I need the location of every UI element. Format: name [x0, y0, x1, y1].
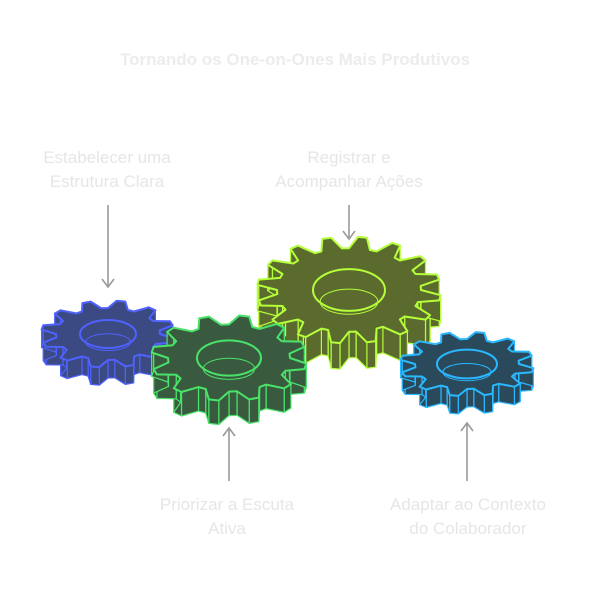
label-structure-line2: Estrutura Clara: [49, 172, 165, 191]
label-adapt: Adaptar ao Contexto do Colaborador: [358, 493, 578, 541]
gear-adapt-side: [440, 385, 448, 406]
label-record: Registrar e Acompanhar Ações: [234, 146, 464, 194]
gear-listen-side: [208, 398, 220, 426]
arrow-structure: [101, 205, 115, 289]
gear-structure-hole-inner: [85, 333, 131, 352]
gear-structure-side: [107, 359, 116, 379]
gear-record-side: [348, 331, 357, 359]
gear-structure-side: [81, 355, 89, 377]
label-listen-line1: Priorizar a Escuta: [159, 495, 295, 514]
page-title: Tornando os One-on-Ones Mais Produtivos: [119, 50, 471, 69]
label-structure: Estabelecer uma Estrutura Clara: [12, 146, 202, 194]
arrow-adapt: [460, 421, 474, 481]
gear-listen-side: [228, 390, 238, 417]
gear-structure-side: [124, 364, 135, 385]
gear-listen-icon: [150, 314, 308, 426]
label-record-line1: Registrar e: [307, 148, 391, 167]
arrow-listen: [222, 426, 236, 481]
arrow-record: [342, 205, 356, 241]
gear-record-side: [376, 326, 384, 356]
label-listen: Priorizar a Escuta Ativa: [122, 493, 332, 541]
gear-adapt-hole-inner: [442, 362, 492, 382]
gear-listen-side: [258, 384, 267, 412]
gear-adapt-side: [449, 394, 459, 415]
gear-adapt-hole: [436, 348, 498, 380]
label-adapt-line1: Adaptar ao Contexto: [390, 495, 546, 514]
label-record-line2: Acompanhar Ações: [275, 172, 423, 191]
gear-adapt-side: [466, 388, 475, 408]
gear-record-hole-inner: [319, 288, 379, 315]
label-listen-line2: Ativa: [208, 519, 246, 538]
gear-adapt-side: [483, 393, 494, 414]
gear-listen-side: [248, 397, 260, 424]
label-structure-line1: Estabelecer uma: [43, 148, 171, 167]
gear-record-side: [320, 328, 329, 357]
gear-record-icon: [256, 235, 442, 370]
gear-listen-hole-inner: [202, 357, 256, 380]
gear-structure-side: [90, 365, 100, 386]
label-adapt-line2: do Colaborador: [409, 519, 527, 538]
gear-listen-side: [197, 386, 207, 414]
gear-adapt-icon: [399, 331, 535, 415]
gear-record-hole: [312, 268, 386, 312]
gear-record-side: [330, 341, 341, 370]
gear-record-side: [366, 340, 377, 369]
